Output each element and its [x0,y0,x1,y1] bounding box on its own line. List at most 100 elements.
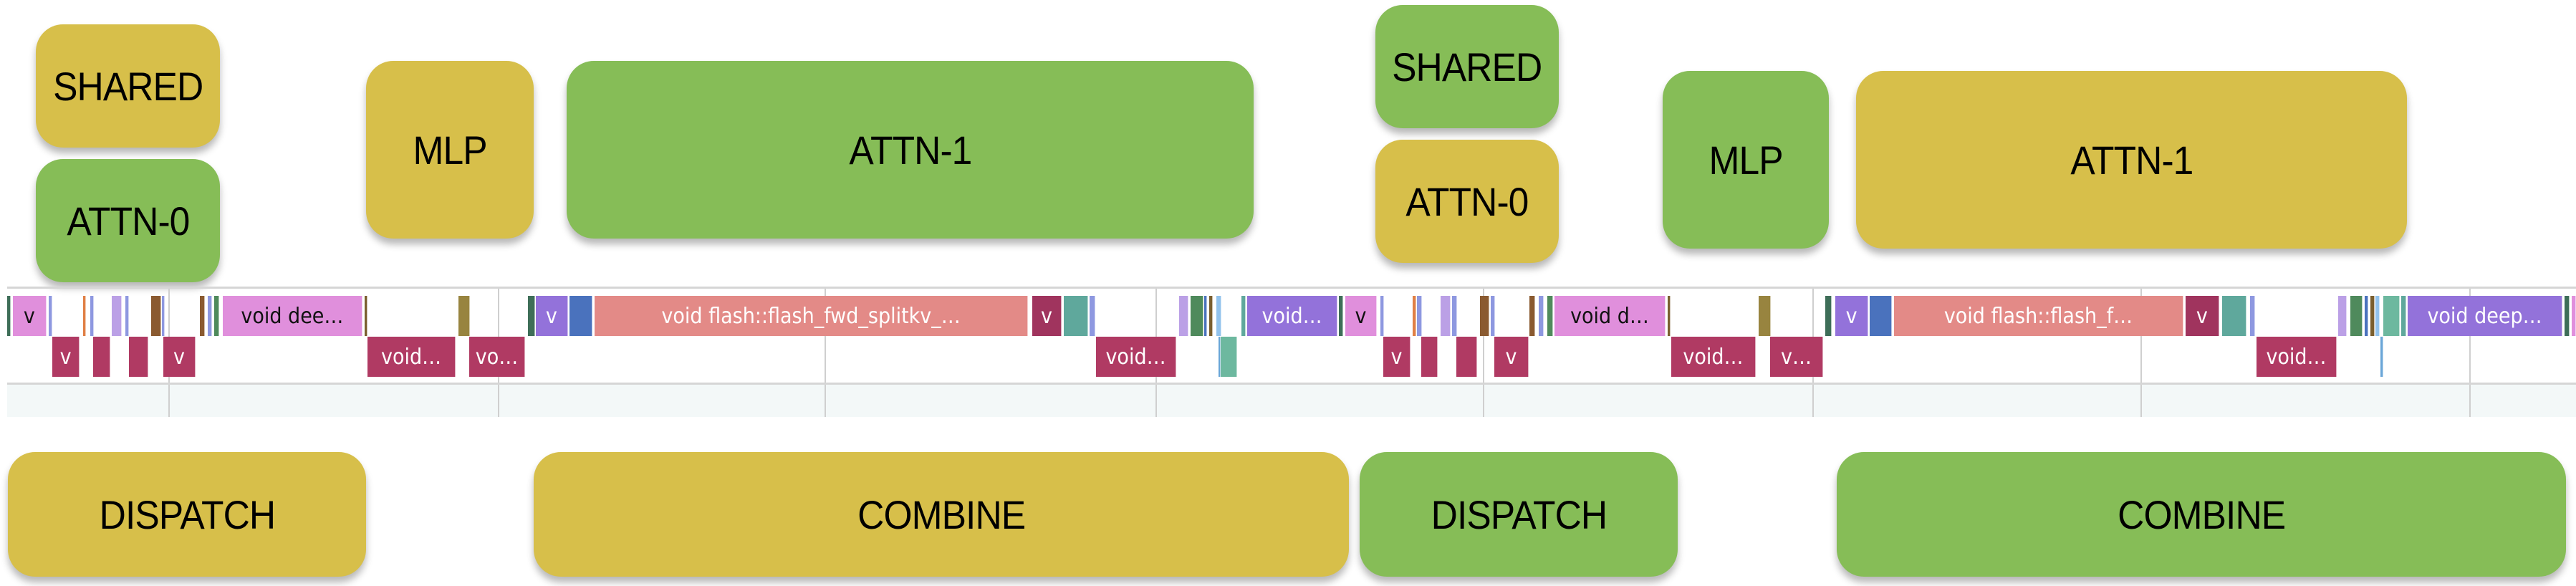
trace-slice[interactable] [1667,296,1671,336]
trace-slice[interactable] [93,337,111,377]
trace-slice[interactable] [49,296,53,336]
trace-slice-label: v [545,303,557,329]
stage-label: COMBINE [857,491,1026,537]
trace-slice[interactable]: v [1494,337,1529,377]
trace-slice[interactable] [7,296,11,336]
trace-slice[interactable] [1216,296,1222,336]
trace-slice[interactable] [1380,296,1385,336]
stage-block-attn-0: ATTN-0 [1375,140,1559,263]
trace-slice[interactable]: v [535,296,568,336]
trace-slice[interactable] [1191,296,1203,336]
trace-slice[interactable] [2571,296,2576,336]
trace-slice[interactable]: void… [1671,337,1756,377]
trace-slice-label: void flash::flash_f… [1943,303,2133,329]
trace-slice[interactable] [83,296,87,336]
trace-slice[interactable] [2380,337,2384,377]
trace-slice[interactable] [1241,296,1246,336]
trace-slice[interactable] [2370,296,2375,336]
trace-slice[interactable] [1869,296,1893,336]
trace-slice[interactable]: v… [1770,337,1823,377]
trace-slice[interactable] [458,296,470,336]
trace-gridline [2140,287,2142,417]
trace-slice[interactable] [1208,296,1213,336]
trace-slice[interactable]: void flash::flash_f… [1893,296,2184,336]
stage-label: MLP [1708,137,1783,183]
trace-slice[interactable]: v [163,337,196,377]
trace-slice[interactable] [1456,337,1477,377]
trace-slice[interactable] [1421,337,1438,377]
trace-slice[interactable]: void flash::flash_fwd_splitkv_… [595,296,1029,336]
trace-slice[interactable] [1529,296,1535,336]
trace-slice[interactable] [2564,296,2570,336]
trace-slice[interactable]: void dee… [222,296,362,336]
trace-slice[interactable]: void… [1246,296,1338,336]
trace-slice[interactable]: v [2185,296,2219,336]
stage-block-combine: COMBINE [534,452,1349,577]
stage-label: COMBINE [2117,491,2286,537]
trace-slice[interactable] [199,296,206,336]
trace-slice[interactable] [1412,296,1416,336]
stage-block-attn-1: ATTN-1 [1856,71,2407,249]
stage-label: ATTN-1 [2070,137,2193,183]
trace-slice[interactable] [1758,296,1772,336]
trace-slice-label: void… [1261,303,1322,329]
stage-block-dispatch: DISPATCH [1360,452,1678,577]
trace-slice[interactable]: v [1835,296,1869,336]
trace-slice[interactable] [1221,337,1237,377]
trace-slice[interactable]: void… [2256,337,2337,377]
trace-slice[interactable] [2383,296,2400,336]
trace-slice[interactable] [1538,296,1544,336]
trace-slice[interactable]: v [52,337,80,377]
trace-slice[interactable] [1204,296,1207,336]
stage-label: DISPATCH [1431,491,1607,537]
trace-slice[interactable] [2337,296,2347,336]
trace-slice[interactable] [1416,296,1423,336]
trace-slice[interactable]: void deep… [2408,296,2562,336]
trace-slice[interactable] [2375,296,2380,336]
trace-slice[interactable]: vo… [469,337,525,377]
trace-slice[interactable] [2249,296,2256,336]
trace-slice[interactable] [527,296,535,336]
trace-gridline [825,287,826,417]
stage-block-dispatch: DISPATCH [8,452,366,577]
trace-slice[interactable] [111,296,122,336]
trace-slice[interactable] [125,296,129,336]
trace-slice[interactable] [1440,296,1451,336]
trace-slice[interactable] [1178,296,1188,336]
trace-slice[interactable]: v [1345,296,1378,336]
trace-slice[interactable] [90,296,94,336]
stage-block-combine: COMBINE [1837,452,2566,577]
trace-slice[interactable]: void… [367,337,456,377]
trace-slice-label: v [1505,344,1517,370]
trace-slice[interactable] [365,296,368,336]
trace-slice-label: v [23,303,35,329]
trace-slice[interactable] [2350,296,2363,336]
trace-slice[interactable]: void d… [1554,296,1666,336]
trace-slice[interactable]: v [12,296,47,336]
trace-slice-label: v [1355,303,1367,329]
trace-slice[interactable] [208,296,213,336]
trace-slice[interactable] [161,296,165,336]
trace-slice[interactable] [1479,296,1490,336]
trace-slice[interactable] [128,337,148,377]
trace-slice-label: v [1845,303,1857,329]
trace-slice[interactable] [1825,296,1832,336]
trace-slice[interactable] [1063,296,1088,336]
trace-slice[interactable] [1547,296,1554,336]
trace-slice[interactable] [2401,296,2406,336]
trace-slice[interactable]: v [1383,337,1411,377]
trace-slice[interactable]: void… [1096,337,1176,377]
trace-slice[interactable] [1338,296,1344,336]
trace-slice[interactable] [1090,296,1095,336]
trace-slice-label: void… [381,344,442,370]
trace-slice[interactable] [569,296,592,336]
trace-slice[interactable] [1490,296,1495,336]
trace-slice[interactable]: v [1032,296,1062,336]
trace-slice[interactable] [1452,296,1457,336]
trace-slice[interactable] [2221,296,2246,336]
trace-slice[interactable] [2364,296,2368,336]
trace-slice[interactable] [151,296,162,336]
trace-slice[interactable] [1219,337,1221,377]
trace-slice[interactable] [214,296,219,336]
